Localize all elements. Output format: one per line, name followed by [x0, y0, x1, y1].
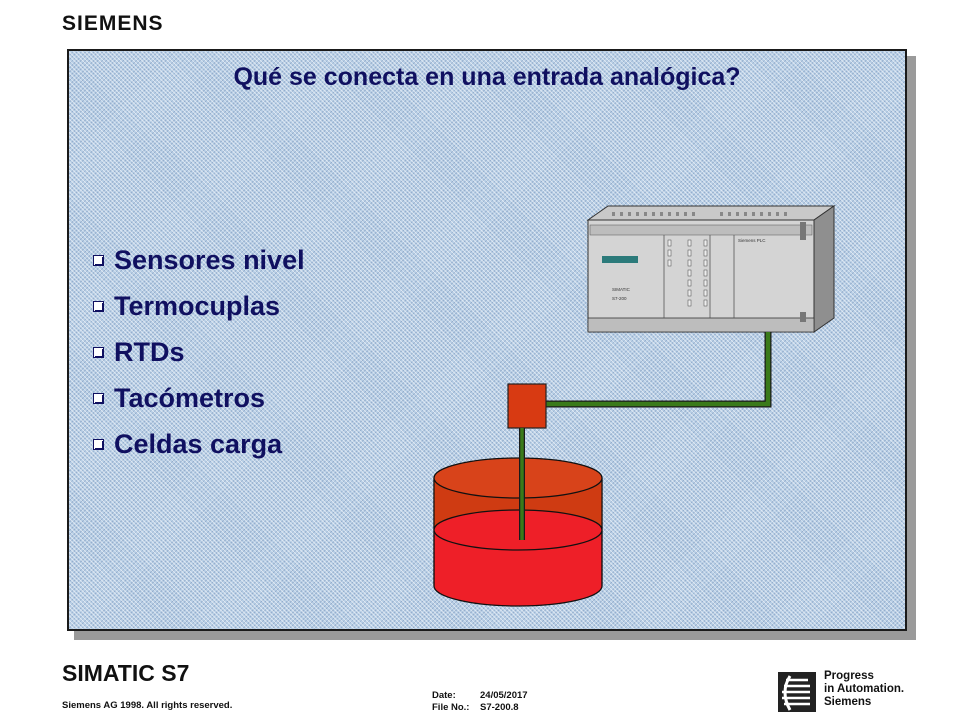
list-item: Sensores nivel: [93, 237, 305, 283]
checkbox-bullet-icon: [93, 346, 104, 358]
footer-product: SIMATIC S7: [62, 660, 189, 687]
progress-logo-icon: [778, 672, 816, 712]
plc-unit: SIMATIC S7-200 Siemens PLC: [586, 205, 836, 333]
list-item: Tacómetros: [93, 375, 305, 421]
plc-terminal-row: [612, 212, 787, 216]
tagline-line: in Automation.: [824, 683, 905, 695]
date-value: 24/05/2017: [480, 690, 528, 701]
liquid-tank: [433, 457, 603, 607]
signal-cable: [546, 332, 772, 408]
progress-brand: Progress in Automation. Siemens: [776, 668, 916, 716]
bullet-list: Sensores nivel Termocuplas RTDs Tacómetr…: [93, 237, 305, 467]
file-value: S7-200.8: [480, 702, 519, 713]
progress-tagline: Progress in Automation. Siemens: [824, 670, 904, 709]
checkbox-bullet-icon: [93, 254, 104, 266]
checkbox-bullet-icon: [93, 300, 104, 312]
checkbox-bullet-icon: [93, 438, 104, 450]
copyright: Siemens AG 1998. All rights reserved.: [62, 700, 233, 711]
plc-side-tab: [800, 312, 806, 322]
slide-meta: Date: 24/05/2017 File No.: S7-200.8: [432, 690, 528, 714]
plc-led-column: [667, 239, 708, 307]
tagline-line: Siemens: [824, 696, 872, 708]
list-item: Celdas carga: [93, 421, 305, 467]
list-item: Termocuplas: [93, 283, 305, 329]
bullet-text: Celdas carga: [114, 428, 283, 459]
product-name: SIMATIC S7: [62, 660, 190, 686]
file-label: File No.:: [432, 702, 470, 713]
checkbox-bullet-icon: [93, 392, 104, 404]
bullet-text: Tacómetros: [114, 382, 266, 413]
plc-display: [602, 256, 638, 263]
date-label: Date:: [432, 690, 456, 701]
plc-model: S7-200: [612, 296, 627, 301]
bullet-text: Termocuplas: [114, 290, 281, 321]
bullet-text: RTDs: [114, 336, 185, 367]
level-sensor: [507, 383, 547, 429]
siemens-logo: SIEMENS: [62, 12, 164, 35]
plc-brand: SIMATIC: [612, 287, 631, 292]
plc-label: Siemens PLC: [738, 238, 766, 243]
bullet-text: Sensores nivel: [114, 244, 305, 275]
tagline-line: Progress: [824, 670, 874, 682]
plc-side-tab: [800, 222, 806, 240]
list-item: RTDs: [93, 329, 305, 375]
slide-title: Qué se conecta en una entrada analógica?: [233, 63, 741, 91]
